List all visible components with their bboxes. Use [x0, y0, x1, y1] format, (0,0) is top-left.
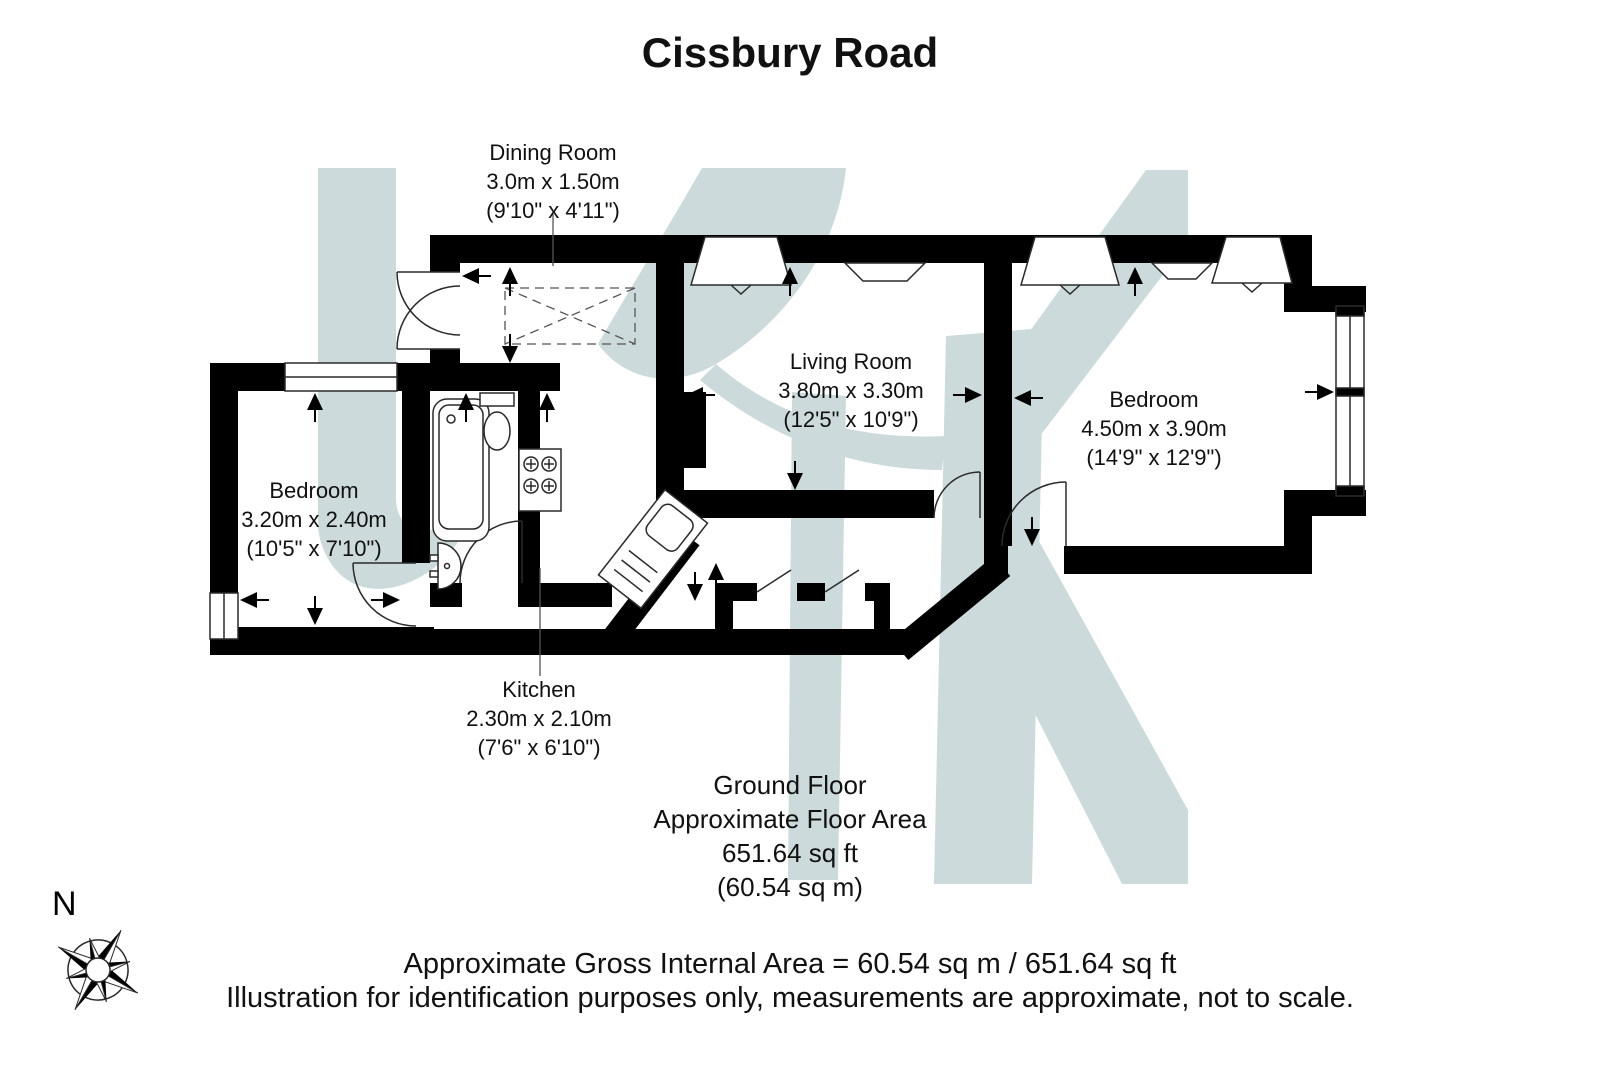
- footer-line-2: Illustration for identification purposes…: [226, 982, 1354, 1015]
- room-dim-metric: 2.30m x 2.10m: [466, 706, 612, 731]
- measure-arrow: [502, 334, 518, 363]
- door-bedroom-left: [352, 562, 417, 627]
- french-doors-dining: [396, 271, 461, 350]
- floor-area-sqm: (60.54 sq m): [717, 872, 863, 902]
- window-living-splayed: [690, 236, 792, 296]
- footer-line-1: Approximate Gross Internal Area = 60.54 …: [404, 948, 1177, 981]
- floor-area-label: Approximate Floor Area: [653, 804, 927, 834]
- leader-lines: [539, 214, 554, 676]
- room-name: Kitchen: [502, 677, 576, 702]
- measure-arrow: [1305, 384, 1334, 400]
- disclaimer-text: Illustration for identification purposes…: [226, 982, 1354, 1014]
- door-living: [933, 471, 981, 519]
- room-label-living: Living Room 3.80m x 3.30m (12'5" x 10'9"…: [778, 347, 924, 434]
- bathtub-icon: [432, 398, 490, 542]
- measure-arrow: [708, 563, 724, 592]
- room-label-bedroom-right: Bedroom 4.50m x 3.90m (14'9" x 12'9"): [1081, 385, 1227, 472]
- window-bedroom-left-side: [209, 592, 239, 640]
- doors-group: [352, 271, 1067, 627]
- measure-arrow: [1024, 517, 1040, 546]
- measure-arrow: [240, 592, 269, 608]
- measure-arrow: [686, 387, 715, 403]
- measure-arrow: [787, 461, 803, 490]
- room-name: Dining Room: [489, 140, 617, 165]
- bay-window: [1335, 305, 1365, 497]
- measure-arrow: [782, 267, 798, 296]
- window-living-box: [843, 262, 927, 282]
- hob-icon: [518, 448, 562, 512]
- room-name: Bedroom: [1109, 387, 1199, 412]
- north-label: N: [52, 885, 77, 923]
- measure-arrow: [687, 572, 703, 601]
- measure-arrow: [502, 267, 518, 296]
- room-dim-imperial: (7'6" x 6'10"): [477, 735, 601, 760]
- basin-icon: [429, 542, 462, 590]
- skylight-dashed-box: [504, 287, 636, 345]
- windows-group: [209, 236, 1365, 640]
- room-dim-metric: 3.20m x 2.40m: [241, 507, 387, 532]
- room-label-kitchen: Kitchen 2.30m x 2.10m (7'6" x 6'10"): [466, 675, 612, 762]
- page-title-text: Cissbury Road: [641, 29, 939, 76]
- measure-arrow: [458, 393, 474, 422]
- window-bedroom-splayed-1: [1020, 236, 1120, 296]
- room-label-bedroom-left: Bedroom 3.20m x 2.40m (10'5" x 7'10"): [241, 476, 387, 563]
- room-name: Living Room: [789, 349, 913, 374]
- gross-internal-area-text: Approximate Gross Internal Area = 60.54 …: [403, 948, 1177, 980]
- room-dim-imperial: (10'5" x 7'10"): [246, 536, 382, 561]
- floor-area-sqft: 651.64 sq ft: [722, 838, 858, 868]
- measure-arrow: [307, 393, 323, 422]
- room-dim-metric: 3.0m x 1.50m: [486, 169, 620, 194]
- measurement-arrows: [240, 267, 1334, 625]
- compass-rose: [57, 929, 139, 1011]
- measure-arrow: [307, 596, 323, 625]
- room-dim-metric: 3.80m x 3.30m: [778, 378, 924, 403]
- room-dim-metric: 4.50m x 3.90m: [1081, 416, 1227, 441]
- porch-door-leaves: [756, 569, 860, 593]
- measure-arrow: [1014, 390, 1043, 406]
- floor-summary: Ground Floor Approximate Floor Area 651.…: [653, 768, 926, 904]
- measure-arrow: [1127, 267, 1143, 296]
- room-dim-imperial: (12'5" x 10'9"): [783, 407, 919, 432]
- room-label-dining: Dining Room 3.0m x 1.50m (9'10" x 4'11"): [486, 138, 620, 225]
- fixtures-group: [429, 287, 709, 610]
- floor-name: Ground Floor: [713, 770, 867, 800]
- toilet-icon: [479, 392, 515, 451]
- measure-arrow: [462, 268, 491, 284]
- room-dim-imperial: (14'9" x 12'9"): [1086, 445, 1222, 470]
- window-bedroom-splayed-2: [1210, 236, 1293, 294]
- measure-arrow: [539, 393, 555, 422]
- room-dim-imperial: (9'10" x 4'11"): [486, 198, 620, 223]
- page-title: Cissbury Road: [642, 30, 938, 76]
- measure-arrow: [371, 592, 400, 608]
- walls: [210, 235, 1366, 661]
- room-name: Bedroom: [269, 478, 359, 503]
- window-bedroom-left-top: [284, 362, 398, 392]
- chimney-notch: [1150, 262, 1214, 280]
- door-bedroom-right: [1001, 481, 1067, 547]
- measure-arrow: [953, 387, 982, 403]
- sink-unit-icon: [597, 488, 709, 610]
